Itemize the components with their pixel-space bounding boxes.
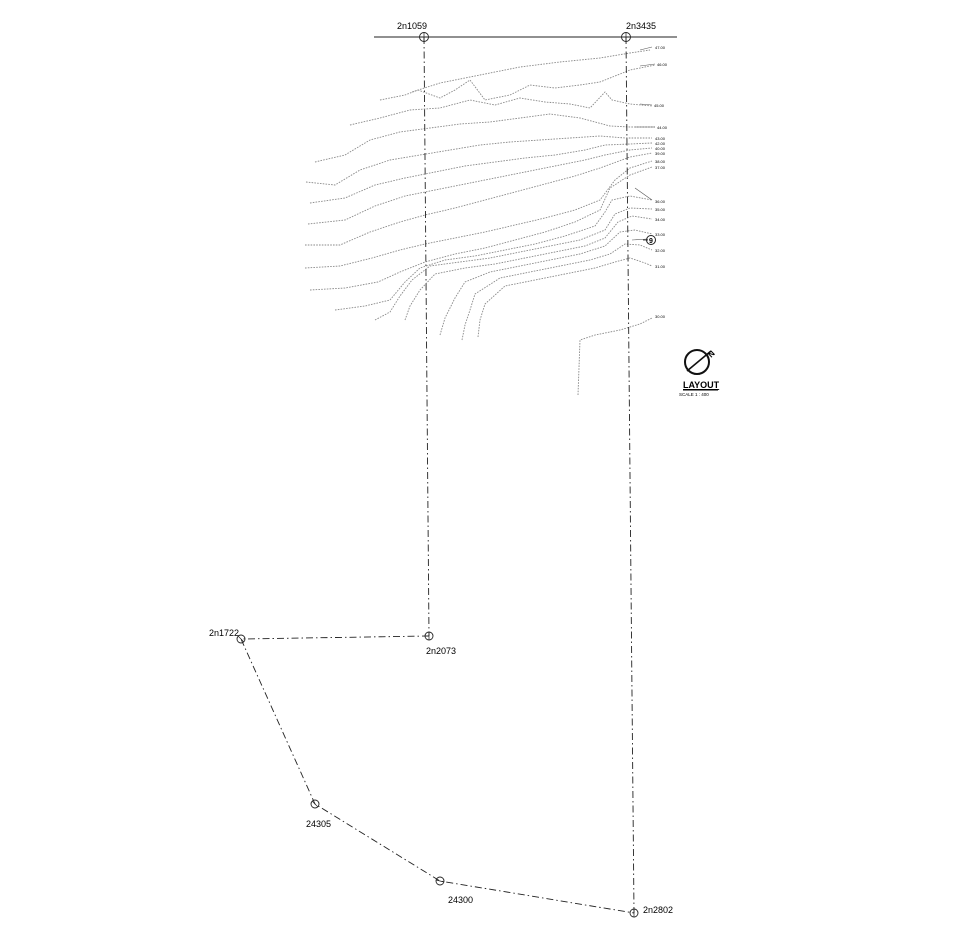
contour-46 bbox=[379, 64, 656, 101]
contour-33 bbox=[439, 229, 653, 336]
elev-38: 38.00 bbox=[655, 159, 666, 164]
leader-group bbox=[631, 46, 656, 241]
contour-44 bbox=[314, 113, 655, 163]
contour-40 bbox=[307, 147, 653, 225]
elev-45: 45.00 bbox=[654, 103, 665, 108]
boundary-right-vertical bbox=[625, 36, 635, 914]
elev-34: 34.00 bbox=[655, 217, 666, 222]
contour-39 bbox=[305, 152, 653, 246]
station-2n3435[interactable] bbox=[621, 32, 631, 42]
label-2n1722: 2n1722 bbox=[209, 628, 239, 638]
elev-40: 40.00 bbox=[655, 146, 666, 151]
layout-scale: SCALE 1 : 400 bbox=[679, 392, 709, 397]
label-2n3435: 2n3435 bbox=[626, 21, 656, 31]
north-letter: N bbox=[706, 349, 717, 360]
north-arrow-icon: N bbox=[684, 349, 717, 375]
contour-35 bbox=[374, 207, 653, 321]
station-2n1722[interactable] bbox=[236, 634, 246, 644]
layout-title: LAYOUT bbox=[683, 380, 720, 390]
station-2n2802[interactable] bbox=[629, 908, 639, 918]
label-24305: 24305 bbox=[306, 819, 331, 829]
elev-31: 31.00 bbox=[655, 264, 666, 269]
contour-43 bbox=[305, 135, 652, 186]
contour-36 bbox=[334, 195, 653, 311]
elevation-labels: 47.00 46.00 45.00 44.00 43.00 42.00 40.0… bbox=[654, 45, 668, 319]
contour-34 bbox=[404, 215, 653, 321]
elev-44: 44.00 bbox=[657, 125, 668, 130]
elev-47: 47.00 bbox=[655, 45, 666, 50]
marker-number: 9 bbox=[649, 238, 653, 245]
elev-30: 30.00 bbox=[655, 314, 666, 319]
elev-35: 35.00 bbox=[655, 207, 666, 212]
elev-39: 39.00 bbox=[655, 151, 666, 156]
marker-callout[interactable]: 9 bbox=[643, 235, 656, 246]
station-labels: 2n1059 2n3435 2n1722 2n2073 24305 24300 … bbox=[209, 21, 673, 915]
elev-43: 43.00 bbox=[655, 136, 666, 141]
contour-group bbox=[304, 49, 656, 396]
label-2n2073: 2n2073 bbox=[426, 646, 456, 656]
label-2n1059: 2n1059 bbox=[397, 21, 427, 31]
elev-33: 33.00 bbox=[655, 232, 666, 237]
contour-45 bbox=[349, 91, 653, 126]
elev-32: 32.00 bbox=[655, 248, 666, 253]
contour-37 bbox=[309, 166, 653, 291]
boundary-left-vertical bbox=[423, 36, 430, 637]
elev-36: 36.00 bbox=[655, 199, 666, 204]
elev-42: 42.00 bbox=[655, 141, 666, 146]
contour-47 bbox=[411, 49, 651, 93]
station-markers bbox=[236, 32, 639, 918]
contour-31 bbox=[477, 257, 653, 338]
boundary-group bbox=[240, 36, 635, 914]
contour-30 bbox=[577, 317, 653, 396]
station-24305[interactable] bbox=[310, 799, 320, 809]
station-2n1059[interactable] bbox=[419, 32, 429, 42]
elev-46: 46.00 bbox=[657, 62, 668, 67]
station-24300[interactable] bbox=[435, 876, 445, 886]
label-2n2802: 2n2802 bbox=[643, 905, 673, 915]
boundary-lower bbox=[240, 635, 635, 914]
station-2n2073[interactable] bbox=[424, 631, 434, 641]
elev-37: 37.00 bbox=[655, 165, 666, 170]
contour-38 bbox=[304, 160, 653, 269]
contour-42 bbox=[309, 142, 653, 204]
label-24300: 24300 bbox=[448, 895, 473, 905]
